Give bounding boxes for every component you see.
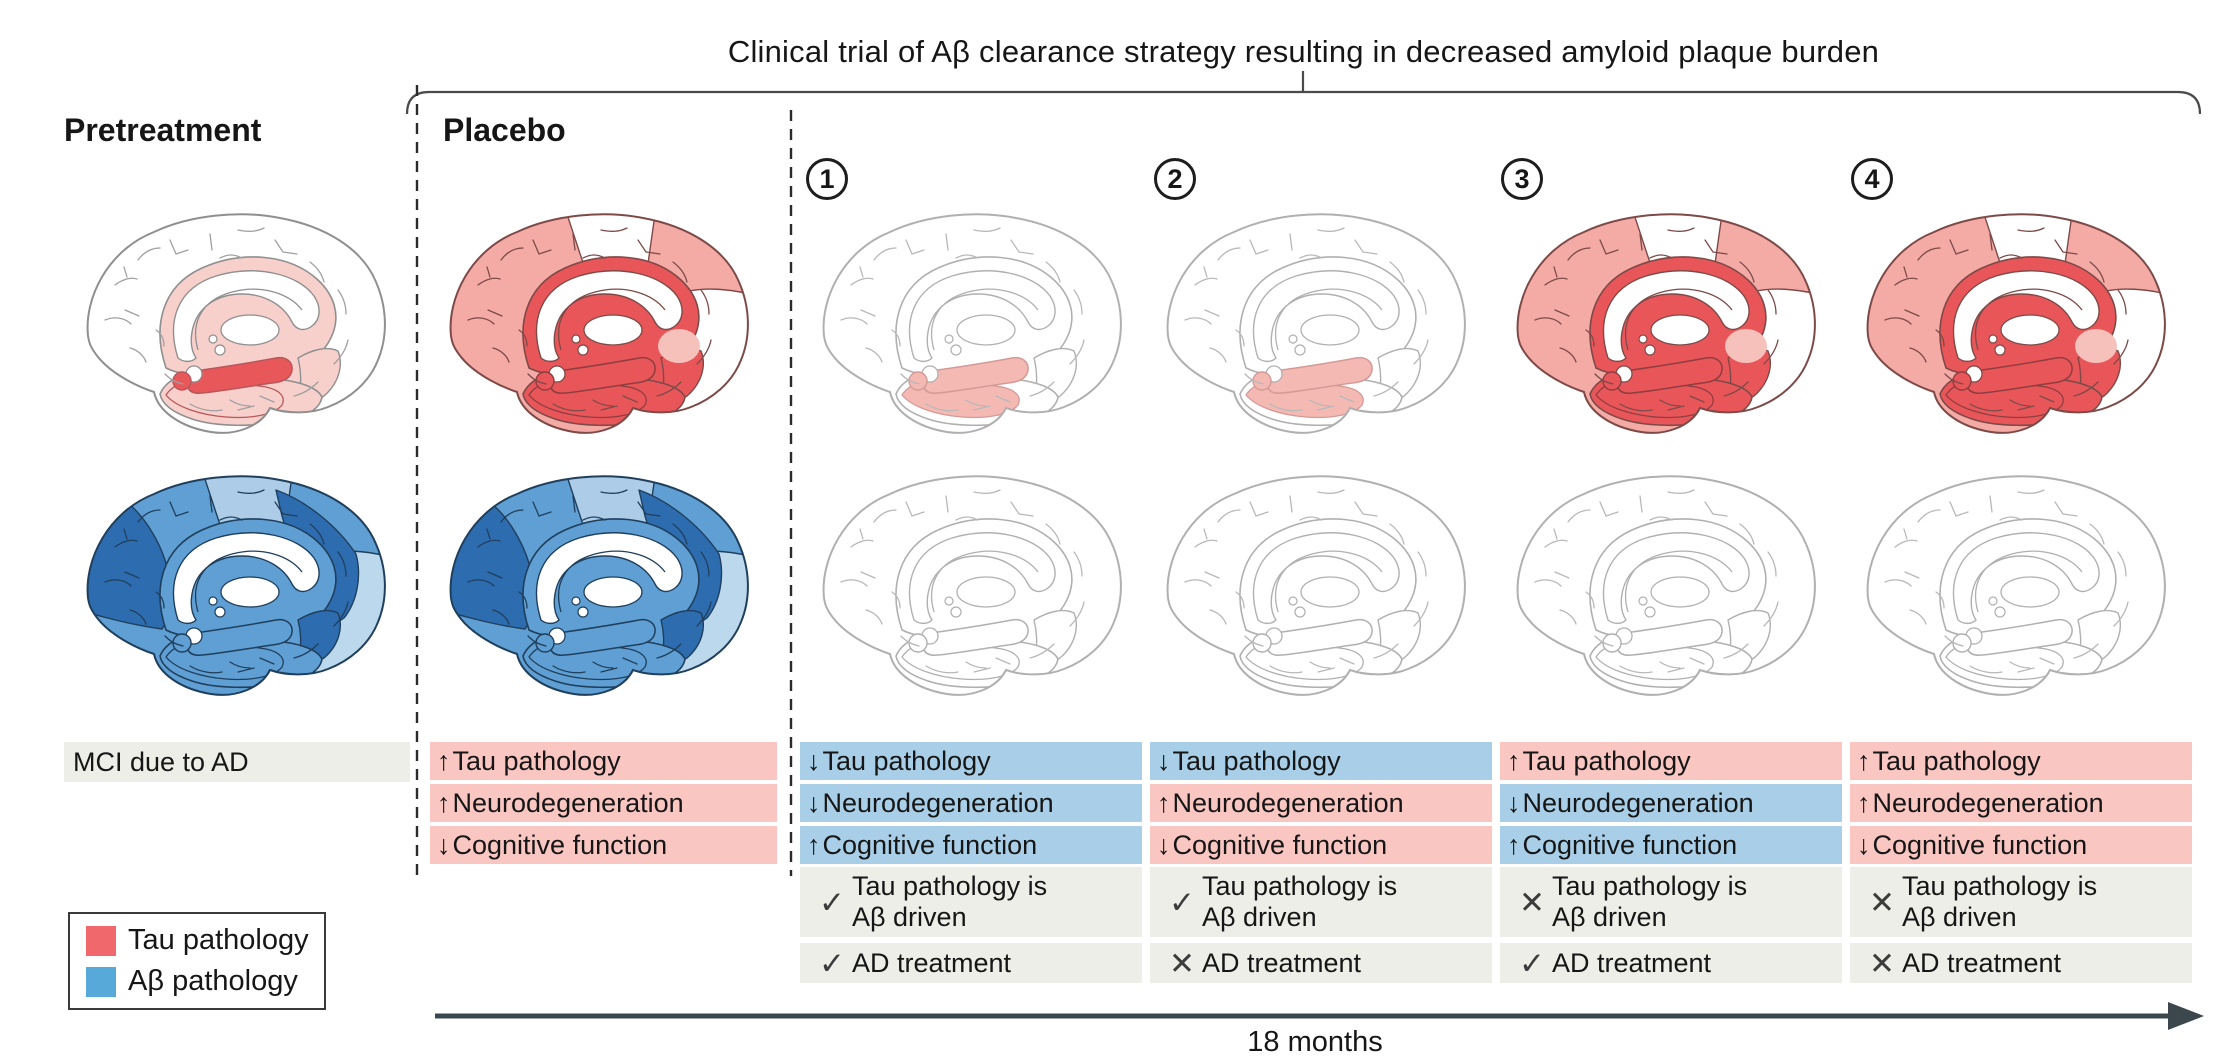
up-arrow-icon: ↑ <box>1507 830 1521 860</box>
up-arrow-icon: ↑ <box>1857 746 1871 776</box>
row-label: Tau pathology <box>1872 746 2041 776</box>
row-label: Tau pathology <box>822 746 991 776</box>
ad-treatment-label: AD treatment <box>852 947 1012 978</box>
brain-tau-scenario-2 <box>1150 190 1480 440</box>
up-arrow-icon: ↑ <box>437 788 451 818</box>
scenario-1-badge: 1 <box>806 158 848 200</box>
s2-ad-treatment-row: ✕AD treatment <box>1150 943 1492 983</box>
s3-ad-treatment-row: ✓AD treatment <box>1500 943 1842 983</box>
brain-abeta-scenario-1 <box>806 452 1136 702</box>
up-arrow-icon: ↑ <box>1857 788 1871 818</box>
row-label: Cognitive function <box>1172 830 1388 860</box>
s2-row-cognitive: ↓Cognitive function <box>1150 826 1492 864</box>
cross-icon: ✕ <box>1169 945 1195 981</box>
brain-tau-placebo <box>433 190 763 440</box>
brain-abeta-pretreatment <box>70 452 400 702</box>
up-arrow-icon: ↑ <box>1507 746 1521 776</box>
s4-row-neuro: ↑Neurodegeneration <box>1850 784 2192 822</box>
s2-row-neuro: ↑Neurodegeneration <box>1150 784 1492 822</box>
scenario-2-badge: 2 <box>1154 158 1196 200</box>
brain-abeta-scenario-3 <box>1500 452 1830 702</box>
check-icon: ✓ <box>1169 884 1195 920</box>
s3-row-cognitive: ↑Cognitive function <box>1500 826 1842 864</box>
scenario-4-badge: 4 <box>1851 158 1893 200</box>
row-label: Cognitive function <box>452 830 668 860</box>
s4-row-tau: ↑Tau pathology <box>1850 742 2192 780</box>
s1-row-tau: ↓Tau pathology <box>800 742 1142 780</box>
placebo-header: Placebo <box>443 112 566 148</box>
s4-row-cognitive: ↓Cognitive function <box>1850 826 2192 864</box>
s3-row-tau: ↑Tau pathology <box>1500 742 1842 780</box>
ad-treatment-label: AD treatment <box>1902 947 2062 978</box>
ad-treatment-label: AD treatment <box>1552 947 1712 978</box>
s3-row-neuro: ↓Neurodegeneration <box>1500 784 1842 822</box>
legend-label: Aβ pathology <box>128 965 298 997</box>
brain-tau-scenario-3 <box>1500 190 1830 440</box>
brain-abeta-placebo <box>433 452 763 702</box>
down-arrow-icon: ↓ <box>437 830 451 860</box>
up-arrow-icon: ↑ <box>1157 788 1171 818</box>
row-label: Tau pathology <box>452 746 621 776</box>
check-icon: ✓ <box>819 884 845 920</box>
s1-ad-treatment-row: ✓AD treatment <box>800 943 1142 983</box>
down-arrow-icon: ↓ <box>1157 746 1171 776</box>
s1-row-cognitive: ↑Cognitive function <box>800 826 1142 864</box>
s2-row-tau: ↓Tau pathology <box>1150 742 1492 780</box>
brain-abeta-scenario-4 <box>1850 452 2180 702</box>
legend: Tau pathology Aβ pathology <box>68 912 326 1010</box>
check-icon: ✓ <box>819 945 845 981</box>
check-icon: ✓ <box>1519 945 1545 981</box>
down-arrow-icon: ↓ <box>1507 788 1521 818</box>
row-label: Cognitive function <box>1872 830 2088 860</box>
placebo-row-tau: ↑Tau pathology <box>430 742 777 780</box>
down-arrow-icon: ↓ <box>807 788 821 818</box>
cross-icon: ✕ <box>1869 945 1895 981</box>
trial-bracket <box>405 71 2202 115</box>
tau-swatch-icon <box>86 925 116 956</box>
row-label: Neurodegeneration <box>1522 788 1754 818</box>
s1-row-neuro: ↓Neurodegeneration <box>800 784 1142 822</box>
brain-abeta-scenario-2 <box>1150 452 1480 702</box>
up-arrow-icon: ↑ <box>807 830 821 860</box>
mci-label-bar: MCI due to AD <box>64 742 410 782</box>
s4-ad-treatment-row: ✕AD treatment <box>1850 943 2192 983</box>
down-arrow-icon: ↓ <box>807 746 821 776</box>
cross-icon: ✕ <box>1869 884 1895 920</box>
cross-icon: ✕ <box>1519 884 1545 920</box>
up-arrow-icon: ↑ <box>437 746 451 776</box>
placebo-row-neuro: ↑Neurodegeneration <box>430 784 777 822</box>
row-label: Cognitive function <box>1522 830 1738 860</box>
legend-label: Tau pathology <box>128 924 309 956</box>
placebo-row-cognitive: ↓Cognitive function <box>430 826 777 864</box>
legend-item-abeta: Aβ pathology <box>86 965 324 998</box>
brain-tau-scenario-1 <box>806 190 1136 440</box>
brain-tau-pretreatment <box>70 190 400 440</box>
row-label: Tau pathology <box>1522 746 1691 776</box>
timeline-arrowhead <box>2168 1002 2204 1030</box>
row-label: Cognitive function <box>822 830 1038 860</box>
row-label: Neurodegeneration <box>1872 788 2104 818</box>
brain-tau-scenario-4 <box>1850 190 2180 440</box>
row-label: Neurodegeneration <box>1172 788 1404 818</box>
pretreatment-header: Pretreatment <box>64 112 262 148</box>
down-arrow-icon: ↓ <box>1157 830 1171 860</box>
timeline-label: 18 months <box>1247 1026 1383 1058</box>
down-arrow-icon: ↓ <box>1857 830 1871 860</box>
legend-item-tau: Tau pathology <box>86 924 324 957</box>
row-label: Neurodegeneration <box>822 788 1054 818</box>
figure-title: Clinical trial of Aβ clearance strategy … <box>727 34 1880 69</box>
ad-treatment-label: AD treatment <box>1202 947 1362 978</box>
row-label: Neurodegeneration <box>452 788 684 818</box>
abeta-swatch-icon <box>86 966 116 997</box>
scenario-3-badge: 3 <box>1501 158 1543 200</box>
row-label: Tau pathology <box>1172 746 1341 776</box>
